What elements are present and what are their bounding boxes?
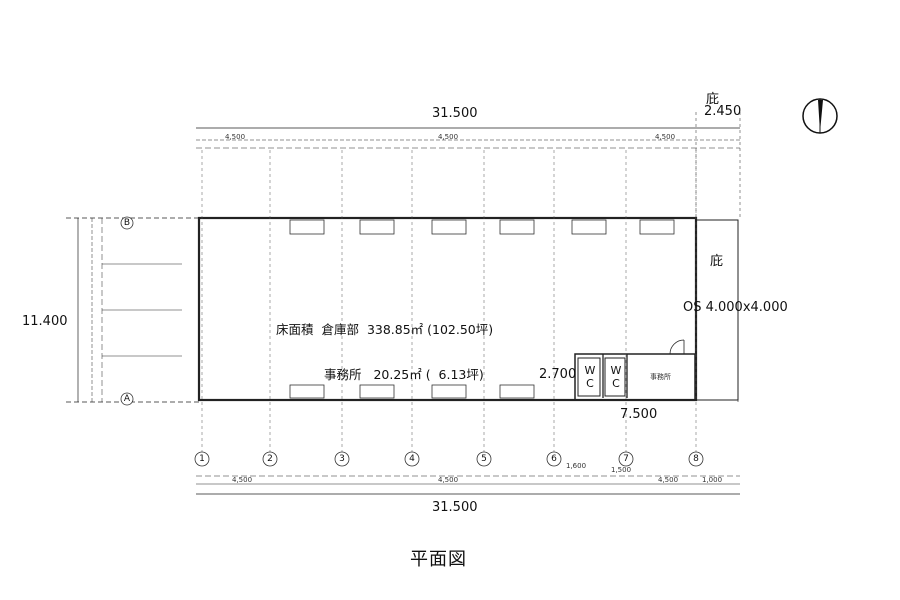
- sub-dim-bottom-6: 1,000: [702, 476, 723, 484]
- grid-marker-5: [476, 451, 492, 467]
- office-width-dimension: 7.500: [620, 407, 658, 422]
- office-label: 事務所: [324, 367, 362, 382]
- top-total-dimension: 31.500: [432, 106, 478, 121]
- floor-area-warehouse-line: 床面積 倉庫部 338.85㎡ (102.50坪): [276, 322, 493, 337]
- top-opening-1: [289, 219, 325, 235]
- office-room: 事務所: [650, 373, 671, 381]
- row-marker-a: [120, 392, 134, 406]
- sub-dim-bottom-5: 4,500: [658, 476, 679, 484]
- office-height-dimension: 2.700: [539, 367, 577, 382]
- bottom-total-dimension: 31.500: [432, 500, 478, 515]
- top-opening-5: [571, 219, 607, 235]
- grid-label-6: 6: [551, 454, 557, 464]
- office-block: [574, 353, 696, 401]
- grid-marker-2: [262, 451, 278, 467]
- grid-marker-7: [618, 451, 634, 467]
- grid-marker-4: [404, 451, 420, 467]
- bottom-opening-3: [431, 384, 467, 399]
- sub-dim-top-3: 4,500: [655, 133, 676, 141]
- grid-marker-6: [546, 451, 562, 467]
- drawing-title: 平面図: [410, 549, 467, 570]
- floor-area-label: 床面積: [276, 322, 314, 337]
- row-label-a: A: [123, 394, 131, 404]
- sub-dim-top-1: 4,500: [225, 133, 246, 141]
- top-opening-4: [499, 219, 535, 235]
- sub-dim-bottom-3: 1,600: [566, 462, 587, 470]
- grid-label-3: 3: [339, 454, 345, 464]
- eave-top-label: 庇: [706, 92, 720, 107]
- sub-dim-bottom-4: 1,500: [611, 466, 632, 474]
- grid-label-4: 4: [409, 454, 415, 464]
- top-opening-2: [359, 219, 395, 235]
- row-label-b: B: [123, 218, 131, 228]
- grid-label-1: 1: [199, 454, 205, 464]
- bottom-opening-1: [289, 384, 325, 399]
- grid-label-7: 7: [623, 454, 629, 464]
- grid-label-2: 2: [267, 454, 273, 464]
- os-dimension: OS 4.000x4.000: [683, 300, 788, 315]
- bottom-opening-2: [359, 384, 395, 399]
- top-opening-3: [431, 219, 467, 235]
- sub-dim-top-2: 4,500: [438, 133, 459, 141]
- row-marker-b: [120, 216, 134, 230]
- wc-room-2: W C: [610, 364, 622, 390]
- sub-dim-bottom-2: 4,500: [438, 476, 459, 484]
- floor-area-office-line: 事務所 20.25㎡ ( 6.13坪): [276, 367, 493, 382]
- eave-top-dimension: 2.450: [704, 104, 742, 119]
- floor-area-block: 床面積 倉庫部 338.85㎡ (102.50坪) 事務所 20.25㎡ ( 6…: [276, 292, 493, 397]
- warehouse-label: 倉庫部: [321, 322, 359, 337]
- left-height-dimension: 11.400: [22, 314, 68, 329]
- wc-room-1: W C: [584, 364, 596, 390]
- grid-label-8: 8: [693, 454, 699, 464]
- grid-label-5: 5: [481, 454, 487, 464]
- warehouse-area: 338.85㎡ (102.50坪): [366, 322, 494, 337]
- north-arrow-icon: [802, 98, 838, 134]
- office-area: 20.25㎡ ( 6.13坪): [373, 367, 484, 382]
- grid-marker-3: [334, 451, 350, 467]
- grid-marker-1: [194, 451, 210, 467]
- bottom-opening-4: [499, 384, 535, 399]
- sub-dim-bottom-1: 4,500: [232, 476, 253, 484]
- grid-marker-8: [688, 451, 704, 467]
- eave-right-label: 庇: [710, 254, 724, 269]
- top-opening-6: [639, 219, 675, 235]
